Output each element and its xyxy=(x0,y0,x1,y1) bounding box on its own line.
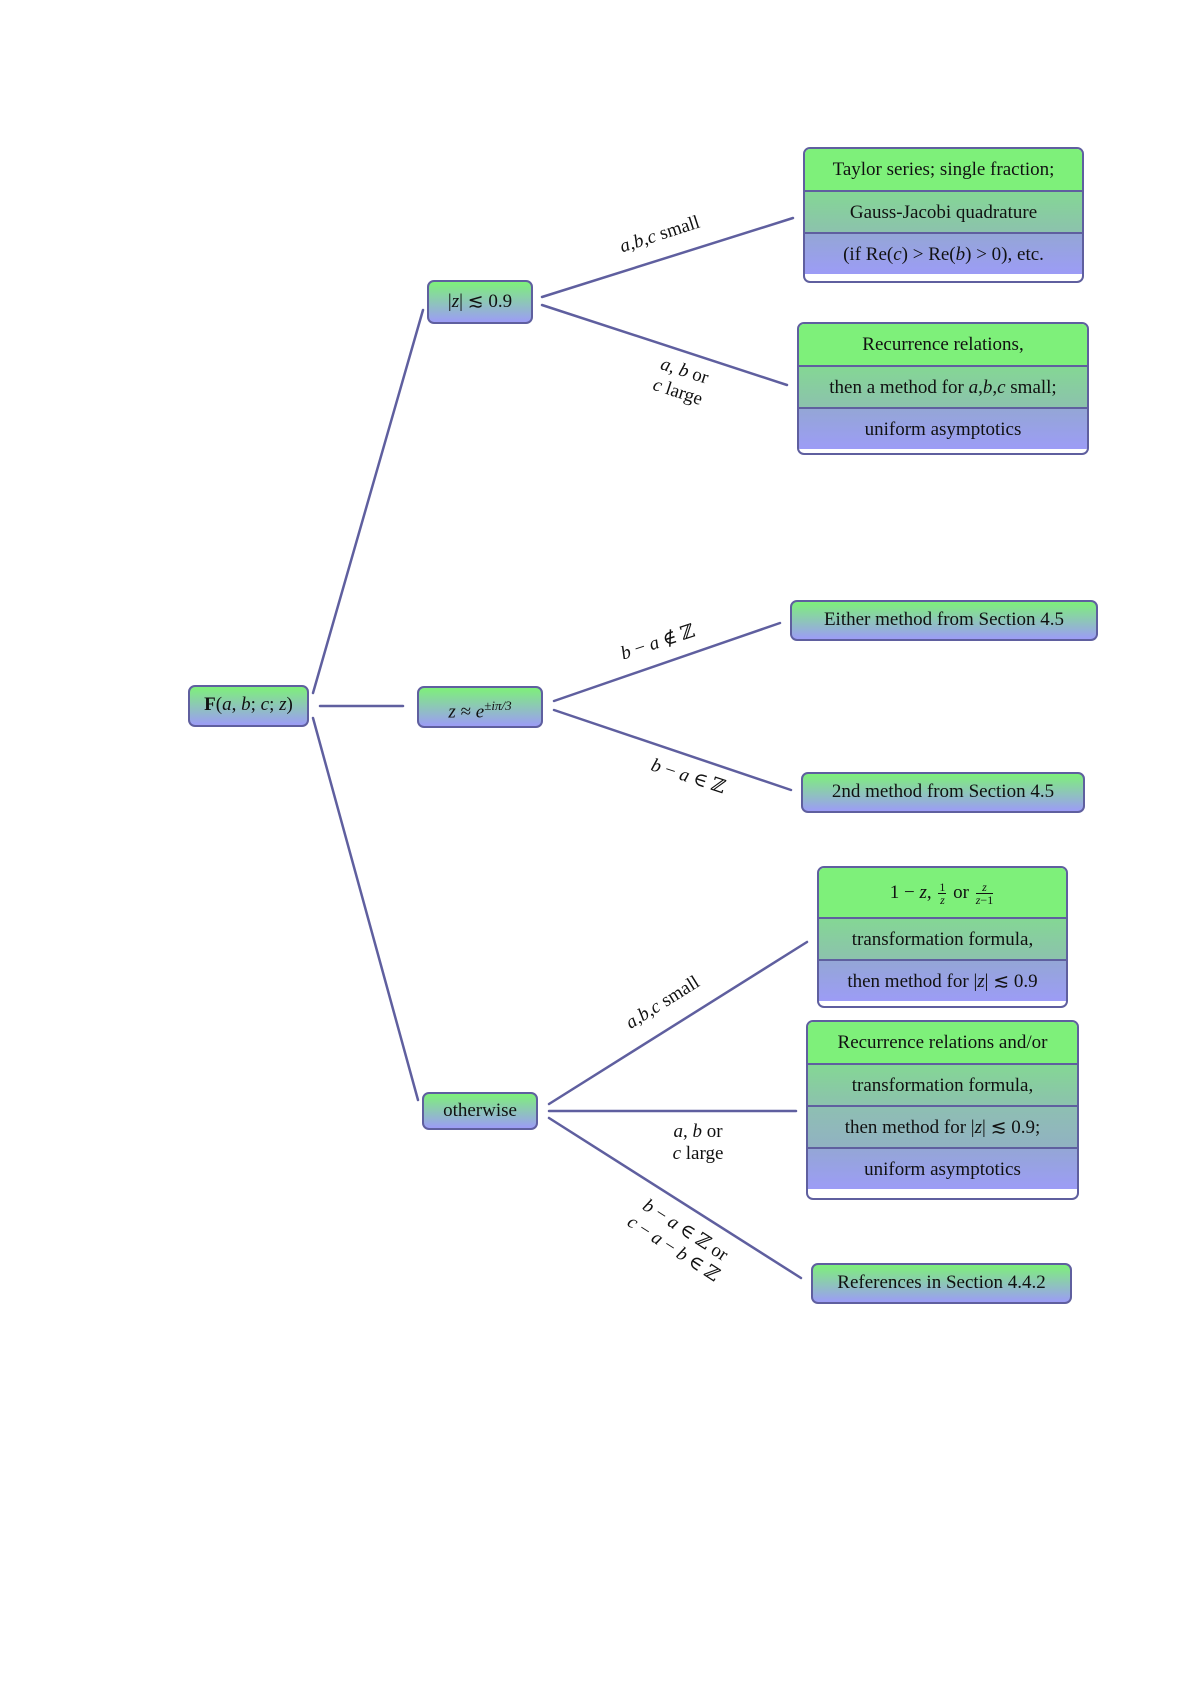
leaf-recurrence-transformation: Recurrence relations and/or transformati… xyxy=(806,1020,1079,1200)
leaf-line: Gauss-Jacobi quadrature xyxy=(805,190,1082,232)
leaf-line: uniform asymptotics xyxy=(799,407,1087,449)
edge-n2-l3 xyxy=(552,621,782,703)
leaf-line: Recurrence relations, xyxy=(799,324,1087,365)
leaf-line: then a method for a,b,c small; xyxy=(799,365,1087,407)
leaf-large-params: Recurrence relations, then a method for … xyxy=(797,322,1089,455)
leaf-second-method: 2nd method from Section 4.5 xyxy=(801,772,1085,813)
leaf-line: transformation formula, xyxy=(808,1063,1077,1105)
edge-n1-l2 xyxy=(540,303,789,387)
leaf-either-method: Either method from Section 4.5 xyxy=(790,600,1098,641)
edge-n3-l7 xyxy=(547,1116,803,1280)
edge-n2-l4 xyxy=(552,708,793,792)
leaf-references: References in Section 4.4.2 xyxy=(811,1263,1072,1304)
root-node: F(a, b; c; z) xyxy=(188,685,309,727)
leaf-line: Recurrence relations and/or xyxy=(808,1022,1077,1063)
leaf-small-params: Taylor series; single fraction; Gauss-Ja… xyxy=(803,147,1084,283)
leaf-line: transformation formula, xyxy=(819,917,1066,959)
node-small-z: |z| ≲ 0.9 xyxy=(427,280,533,324)
node-z-near-root: z ≈ e±iπ/3 xyxy=(417,686,543,728)
leaf-line: then method for |z| ≲ 0.9; xyxy=(808,1105,1077,1147)
leaf-line: then method for |z| ≲ 0.9 xyxy=(819,959,1066,1001)
edge-root-n3 xyxy=(311,716,420,1102)
leaf-line: uniform asymptotics xyxy=(808,1147,1077,1189)
leaf-line: Taylor series; single fraction; xyxy=(805,149,1082,190)
edge-root-n1 xyxy=(311,308,425,695)
node-otherwise: otherwise xyxy=(422,1092,538,1130)
leaf-line: (if Re(c) > Re(b) > 0), etc. xyxy=(805,232,1082,274)
edge-n1-l1 xyxy=(540,216,795,299)
edge-n3-l5 xyxy=(547,940,809,1106)
